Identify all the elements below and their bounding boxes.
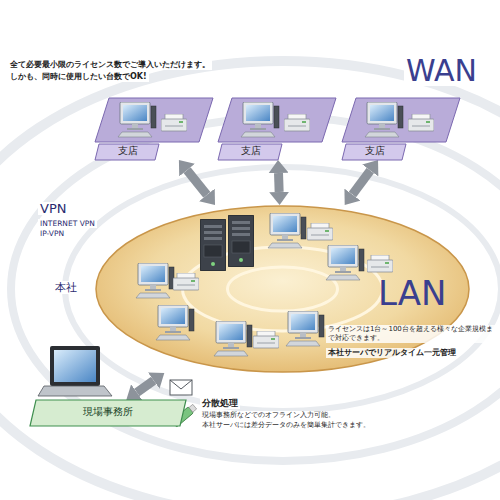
node-label: 本社 <box>53 281 79 294</box>
printer-icon <box>367 255 393 272</box>
branch-box: 支店 <box>342 98 460 160</box>
orbit-ring <box>11 117 500 461</box>
pc-icon <box>118 102 156 137</box>
note-text: 分散処理 <box>200 398 240 409</box>
usb-plug <box>189 404 197 412</box>
laptop-base <box>38 386 112 396</box>
note-text: ライセンスは1台～100台を超える様々な企業規模まで対応できます。 <box>326 325 500 343</box>
site-office-box: 現場事務所 <box>30 400 186 426</box>
pc-icon <box>241 102 279 137</box>
heading-text: VPN <box>38 202 68 215</box>
node-label: 支店 <box>348 145 402 157</box>
printer-icon <box>408 114 434 131</box>
printer-icon <box>253 331 279 348</box>
printer-icon <box>307 223 333 240</box>
server-icon <box>200 219 226 271</box>
laptop-lid <box>50 346 100 386</box>
branch-tab <box>342 144 406 160</box>
branch-tab <box>95 144 159 160</box>
branch-box: 支店 <box>218 98 336 160</box>
headquarters-ellipse <box>96 206 469 372</box>
heading-text: LAN <box>378 276 446 310</box>
connector-arrow <box>137 381 154 393</box>
pc-icon <box>136 263 174 298</box>
note-text: IP-VPN <box>38 229 66 238</box>
inner-ring <box>228 267 338 311</box>
node-label: 支店 <box>101 145 155 157</box>
envelope-flap <box>170 380 192 389</box>
heading-text: WAN <box>404 56 479 86</box>
printer-icon <box>161 114 187 131</box>
connector-arrow <box>187 170 207 195</box>
branch-platform <box>218 98 336 142</box>
branch-tab <box>218 144 282 160</box>
laptop-screen <box>54 350 96 382</box>
note-text: 全て必要最小限のライセンス数でご導入いただけます。 <box>8 60 212 70</box>
connector-arrow <box>274 173 284 192</box>
branch-box-outline <box>95 98 213 160</box>
branch-box: 支店 <box>95 98 213 160</box>
note-text: 本社サーバには差分データのみを簡単集計できます。 <box>200 421 372 430</box>
branch-box-outline <box>342 98 460 160</box>
envelope-icon <box>170 380 192 395</box>
pc-icon <box>286 311 324 346</box>
pc-icon <box>326 245 364 280</box>
note-text: 現場事務所などでのオフライン入力可能。 <box>200 411 337 420</box>
node-label: 支店 <box>224 145 278 157</box>
note-text: INTERNET VPN <box>38 219 97 228</box>
branch-box-outline <box>218 98 336 160</box>
printer-icon <box>284 114 310 131</box>
site-office-box <box>30 400 186 426</box>
note-text: しかも、同時に使用したい台数でOK! <box>8 72 149 82</box>
note-text: 本社サーバでリアルタイム一元管理 <box>326 348 458 358</box>
pc-icon <box>156 305 194 340</box>
pc-icon <box>365 102 403 137</box>
orbit-ring <box>65 167 500 411</box>
branch-platform <box>342 98 460 142</box>
orbit-ring <box>0 61 500 500</box>
connector-arrow <box>352 170 370 194</box>
pc-icon <box>214 321 252 356</box>
printer-icon <box>173 273 199 290</box>
server-icon <box>228 215 254 267</box>
branch-platform <box>95 98 213 142</box>
orbit-rings <box>0 61 500 500</box>
envelope-body <box>170 380 192 395</box>
laptop-icon <box>38 346 112 396</box>
pc-icon <box>268 213 306 248</box>
node-label: 現場事務所 <box>30 406 186 418</box>
